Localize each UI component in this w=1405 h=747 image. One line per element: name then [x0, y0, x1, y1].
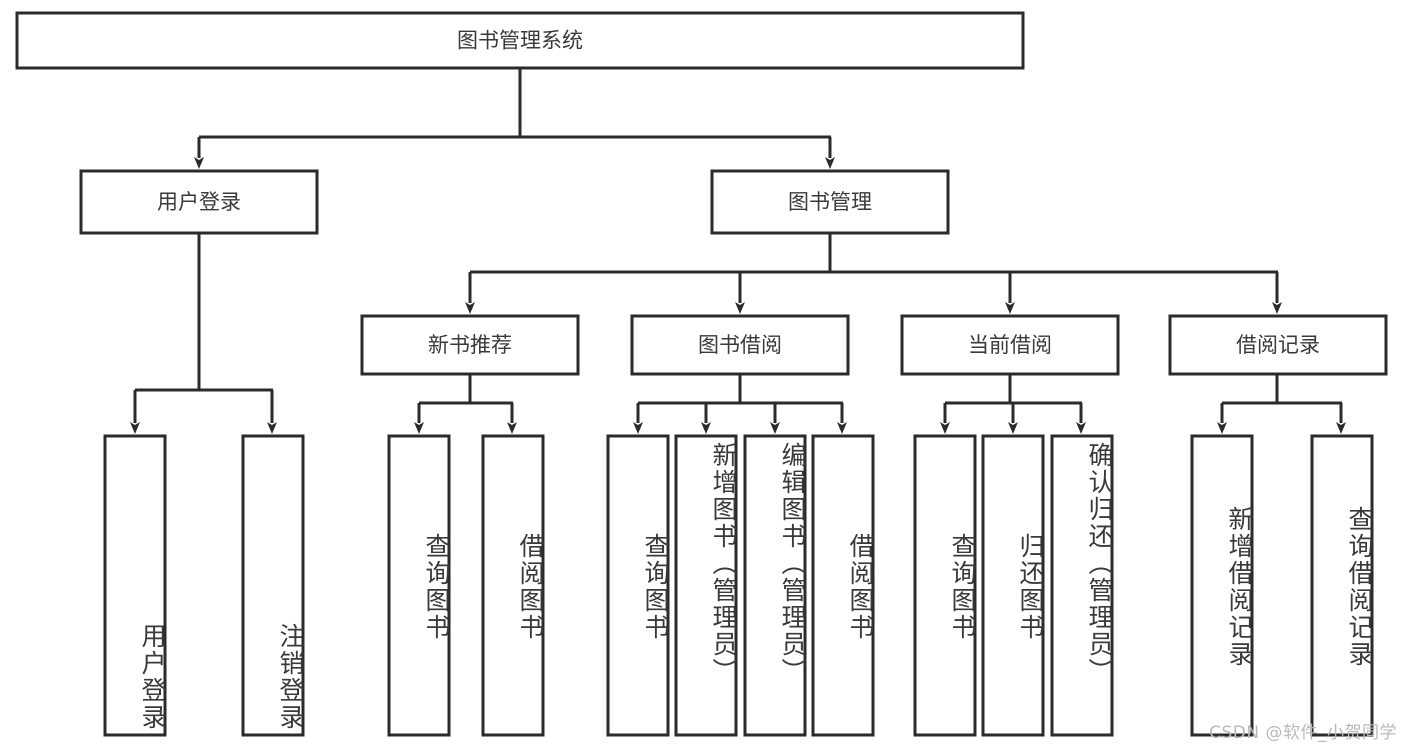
watermark-text: CSDN @软件_小贺同学: [1209, 723, 1397, 743]
node-box-book-borrow[interactable]: [630, 314, 850, 376]
node-label-book-borrow: 图书借阅: [698, 333, 782, 357]
node-label-new-book-rec: 新书推荐: [428, 333, 512, 357]
connector-bookborrow-to-leaves: [633, 374, 847, 434]
node-box-leaf-query-book-2[interactable]: [606, 434, 670, 737]
node-box-leaf-confirm-return[interactable]: [1050, 434, 1114, 737]
node-box-leaf-borrow-book-1[interactable]: [481, 434, 545, 737]
node-label-root: 图书管理系统: [457, 29, 583, 53]
connector-root-to-level2: [194, 68, 835, 169]
node-box-borrow-record[interactable]: [1168, 314, 1388, 376]
connector-currentborrow-to-leaves: [940, 374, 1086, 434]
node-box-leaf-borrow-book-2[interactable]: [811, 434, 875, 737]
node-box-leaf-query-record[interactable]: [1310, 434, 1374, 737]
node-box-root[interactable]: [15, 11, 1025, 70]
node-box-leaf-add-book[interactable]: [674, 434, 738, 737]
node-box-leaf-user-logout[interactable]: [241, 434, 305, 737]
node-box-leaf-return-book[interactable]: [981, 434, 1045, 737]
connector-userlogin-to-leaves: [130, 233, 277, 434]
node-boxes-layer: [15, 11, 1388, 737]
connector-newbookrec-to-leaves: [414, 374, 517, 434]
node-box-leaf-query-book-1[interactable]: [387, 434, 451, 737]
node-box-leaf-query-book-3[interactable]: [913, 434, 977, 737]
node-box-leaf-edit-book[interactable]: [743, 434, 807, 737]
node-box-new-book-rec[interactable]: [360, 314, 580, 376]
node-box-current-borrow[interactable]: [900, 314, 1120, 376]
node-box-leaf-user-login[interactable]: [103, 434, 167, 737]
node-box-user-login[interactable]: [79, 169, 319, 235]
node-label-book-manage: 图书管理: [788, 190, 872, 214]
connector-bookmanage-to-level3: [465, 233, 1282, 314]
node-label-current-borrow: 当前借阅: [968, 333, 1052, 357]
node-label-user-login: 用户登录: [157, 190, 241, 214]
connector-borrowrecord-to-leaves: [1217, 374, 1346, 434]
node-box-leaf-add-record[interactable]: [1190, 434, 1254, 737]
node-box-book-manage[interactable]: [710, 169, 950, 235]
node-label-borrow-record: 借阅记录: [1236, 333, 1320, 357]
